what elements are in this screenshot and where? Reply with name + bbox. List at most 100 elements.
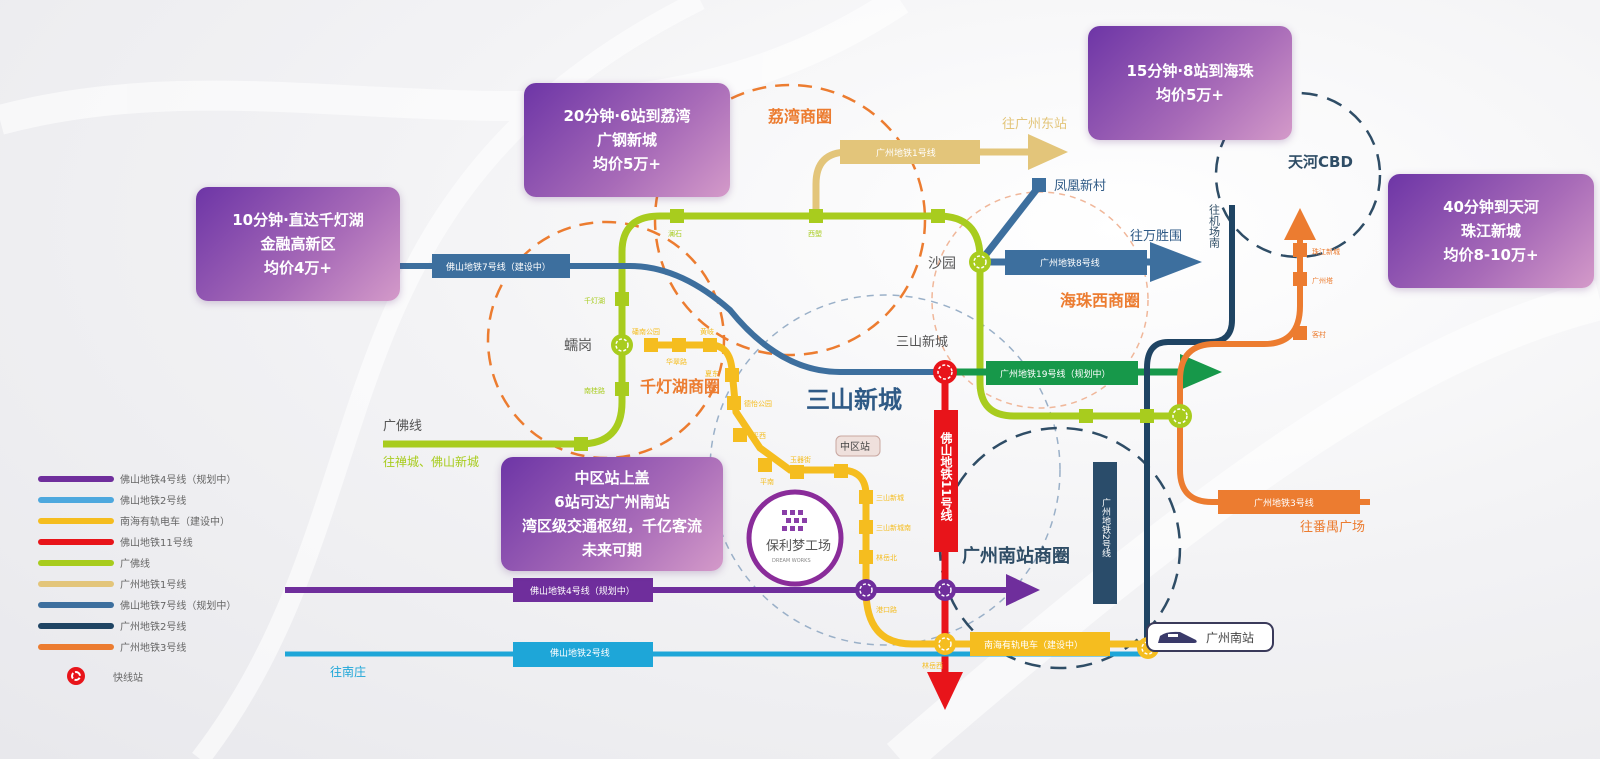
card-line: 珠江新城 xyxy=(1460,222,1521,240)
district-circle-tianhe xyxy=(1214,91,1382,259)
fs11-label-box xyxy=(934,410,958,552)
legend-label: 佛山地铁2号线 xyxy=(120,496,187,507)
line-tram xyxy=(650,341,1148,648)
legend-swatch xyxy=(38,517,114,524)
interchange-leigang xyxy=(611,334,633,356)
legend-item: 广州地铁1号线 xyxy=(38,573,236,594)
tram-label: 南海有轨电车（建设中） xyxy=(984,639,1083,651)
legend-swatch xyxy=(38,622,114,629)
district-label-qiandenghu: 千灯湖商圈 xyxy=(640,377,720,396)
legend-swatch xyxy=(38,643,114,650)
brand-logo xyxy=(746,489,844,587)
legend-swatch xyxy=(38,580,114,587)
card-line: 6站可达广州南站 xyxy=(554,493,670,511)
fs7-label: 佛山地铁7号线（建设中） xyxy=(446,261,551,273)
station-yujinjie: 玉器街 xyxy=(790,455,811,464)
fs2-label-box xyxy=(513,642,653,667)
legend-label: 佛山地铁11号线 xyxy=(120,538,193,549)
train-icon xyxy=(1158,631,1197,643)
station-xilang: 西塱 xyxy=(808,229,822,238)
brand-name: 保利梦工场 xyxy=(766,539,831,554)
card-line: 未来可期 xyxy=(581,541,642,559)
fs4-label: 佛山地铁4号线（规划中） xyxy=(530,585,635,597)
station-guangzhouta: 广州塔 xyxy=(1312,276,1333,285)
station-qiandenghu: 千灯湖 xyxy=(584,296,605,305)
direction-chancheng: 往禅城、佛山新城 xyxy=(383,454,479,469)
gz19-arrow xyxy=(1180,354,1222,390)
card-line: 40分钟到天河 xyxy=(1443,198,1539,216)
gz8-label: 广州地铁8号线 xyxy=(1040,257,1100,269)
line-fs7 xyxy=(400,263,940,375)
station-huaxia: 华翠路 xyxy=(666,357,687,366)
tram-label-box xyxy=(970,632,1110,656)
legend-swatch xyxy=(38,475,114,482)
district-label-haizhuxi: 海珠西商圈 xyxy=(1060,291,1140,310)
card-qiandenghu: 10分钟·直达千灯湖 金融高新区 均价4万+ xyxy=(196,187,400,301)
tram-stations xyxy=(644,338,873,564)
guangfo-stations xyxy=(574,209,1154,451)
gz19-label: 广州地铁19号线（规划中） xyxy=(1000,368,1110,380)
legend-label: 广州地铁2号线 xyxy=(120,622,187,633)
station-zhongdong: 夏东 xyxy=(705,369,719,378)
fs11-label: 佛山地铁11号线 xyxy=(939,431,953,522)
legend-item: 南海有轨电车（建设中） xyxy=(38,510,236,531)
line-gz3 xyxy=(1177,240,1370,505)
interchange-fs4-tram xyxy=(855,579,877,601)
legend-fast-label: 快线站 xyxy=(113,672,143,684)
legend-label: 广州地铁1号线 xyxy=(120,580,187,591)
fs7-label-box xyxy=(432,254,570,278)
station-huangqi: 黄岐 xyxy=(700,327,714,336)
district-label-tianhe: 天河CBD xyxy=(1288,153,1353,171)
legend-swatch xyxy=(38,601,114,608)
gz3-label-box xyxy=(1218,490,1360,514)
station-kecun: 客村 xyxy=(1312,330,1326,339)
legend-item: 广州地铁2号线 xyxy=(38,615,236,636)
station-leigang: 蠕岗 xyxy=(564,338,592,354)
station-fenghuang: 凤凰新村 xyxy=(1054,178,1106,194)
gz2-label: 广州地铁2号线 xyxy=(1100,497,1111,558)
station-nanguilu: 南桂路 xyxy=(584,386,605,395)
card-line: 15分钟·8站到海珠 xyxy=(1126,62,1254,80)
card-line: 均价4万+ xyxy=(263,259,332,277)
fs2-label: 佛山地铁2号线 xyxy=(550,647,610,659)
interchange-fs4-fs11 xyxy=(934,579,956,601)
card-zhongqu: 中区站上盖 6站可达广州南站 湾区级交通枢纽，千亿客流 未来可期 xyxy=(501,457,723,571)
card-line: 金融高新区 xyxy=(260,235,336,253)
zhongqu-bubble xyxy=(835,435,881,457)
station-zhujiang: 珠江新城 xyxy=(1312,247,1340,256)
card-line: 均价5万+ xyxy=(592,155,661,173)
gz1-label: 广州地铁1号线 xyxy=(876,147,936,159)
line-gz8-branch xyxy=(977,182,1043,265)
legend-item: 佛山地铁11号线 xyxy=(38,531,236,552)
direction-gz-east: 往广州东站 xyxy=(1002,117,1067,132)
direction-airport-south: 往机场南 xyxy=(1208,203,1221,248)
legend-swatch xyxy=(38,496,114,503)
gz2-label-box xyxy=(1093,462,1117,604)
station-sanshan-xc: 三山新城 xyxy=(876,493,904,502)
interchange-shayuan xyxy=(969,251,991,273)
legend-item: 广佛线 xyxy=(38,552,236,573)
gz3-station-kecun xyxy=(1293,326,1307,340)
gz1-label-box xyxy=(840,140,980,164)
legend-fast-station: 快线站 xyxy=(38,667,236,685)
guangfo-label: 广佛线 xyxy=(383,419,422,434)
direction-panyu: 往番禺广场 xyxy=(1300,520,1365,535)
station-linyuebei: 林岳北 xyxy=(876,553,897,562)
station-sanshan-xcn: 三山新城南 xyxy=(876,523,911,532)
card-liwan: 20分钟·6站到荔湾 广钢新城 均价5万+ xyxy=(524,83,730,197)
district-label-gznanzhan: 广州南站商圈 xyxy=(962,545,1070,567)
card-line: 20分钟·6站到荔湾 xyxy=(563,107,691,125)
gz3-arrow xyxy=(1284,208,1316,240)
direction-nanzhuang: 往南庄 xyxy=(330,664,366,679)
card-line: 广钢新城 xyxy=(596,131,657,149)
card-line: 中区站上盖 xyxy=(574,469,650,487)
gz-south-label: 广州南站 xyxy=(1206,630,1255,645)
card-line: 湾区级交通枢纽，千亿客流 xyxy=(521,517,702,535)
card-line: 均价8-10万+ xyxy=(1443,246,1539,264)
station-pingnan: 平南 xyxy=(760,477,774,486)
gz8-label-box xyxy=(1005,250,1147,275)
gz3-station-zhujiang xyxy=(1293,243,1307,257)
legend-item: 佛山地铁4号线（规划中） xyxy=(38,468,236,489)
legend-swatch xyxy=(38,559,114,566)
